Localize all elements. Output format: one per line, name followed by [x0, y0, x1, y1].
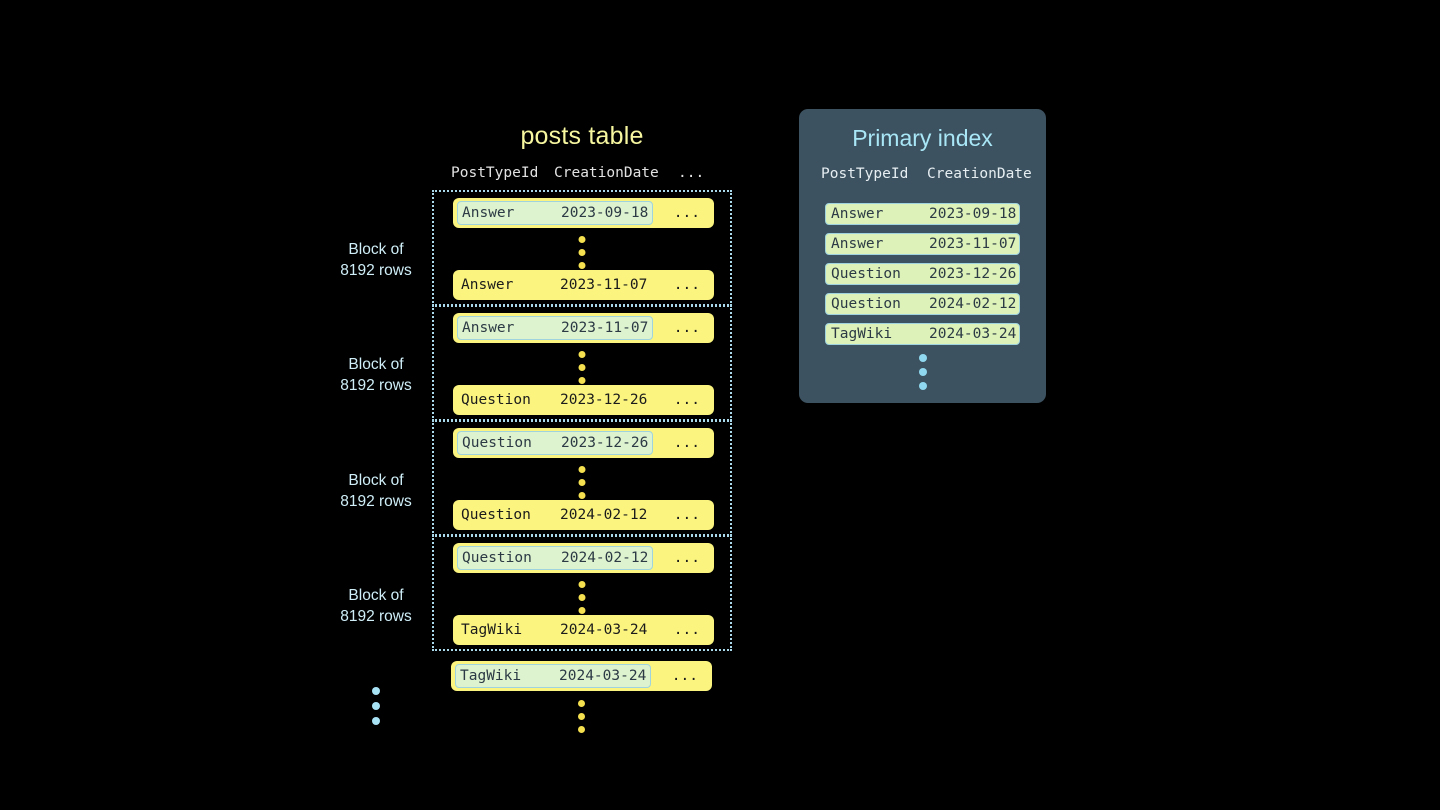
table-row: Question 2024-02-12 ...: [453, 543, 714, 573]
cell-ellipsis: ...: [673, 622, 700, 638]
cell-ellipsis: ...: [673, 507, 700, 523]
table-block: Answer 2023-09-18 ... Answer 2023-11-07 …: [432, 190, 732, 306]
cell-ellipsis: ...: [673, 435, 700, 451]
cell-ellipsis: ...: [673, 320, 700, 336]
cell-posttypeid: Answer: [462, 205, 515, 221]
cell-ellipsis: ...: [673, 277, 700, 293]
row-highlight-box: Question 2024-02-12: [457, 546, 654, 570]
index-cell-posttypeid: Answer: [831, 236, 884, 252]
row-plain-box: Question 2023-12-26: [457, 388, 651, 412]
cell-creationdate: 2024-02-12: [561, 550, 649, 566]
cell-creationdate: 2024-02-12: [560, 507, 648, 523]
index-cell-posttypeid: Answer: [831, 206, 884, 222]
cell-ellipsis: ...: [671, 668, 698, 684]
primary-index-column-headers: PostTypeId CreationDate: [821, 166, 1032, 186]
block-label-4: Block of 8192 rows: [311, 585, 441, 627]
row-gap-dots: [578, 466, 586, 499]
cell-ellipsis: ...: [673, 205, 700, 221]
row-gap-dots: [578, 236, 586, 269]
cell-posttypeid: Answer: [462, 320, 515, 336]
row-plain-box: Answer 2023-11-07: [457, 273, 651, 297]
block-label-2-line2: 8192 rows: [340, 377, 412, 394]
table-row: Answer 2023-11-07 ...: [453, 313, 714, 343]
cell-creationdate: 2023-09-18: [561, 205, 649, 221]
table-block: Question 2024-02-12 ... TagWiki 2024-03-…: [432, 535, 732, 651]
row-gap-dots: [578, 351, 586, 384]
block-label-4-line2: 8192 rows: [340, 608, 412, 625]
table-row: Question 2024-02-12 ...: [453, 500, 714, 530]
index-row: TagWiki 2024-03-24: [825, 323, 1020, 345]
posts-table-title: posts table: [520, 122, 644, 150]
index-row: Answer 2023-09-18: [825, 203, 1020, 225]
column-header-creationdate: CreationDate: [554, 165, 659, 181]
index-row: Question 2023-12-26: [825, 263, 1020, 285]
block-label-3: Block of 8192 rows: [311, 470, 441, 512]
table-block: Question 2023-12-26 ... Question 2024-02…: [432, 420, 732, 536]
column-header-posttypeid: PostTypeId: [451, 165, 539, 181]
primary-index-rows: Answer 2023-09-18 Answer 2023-11-07 Ques…: [825, 203, 1020, 353]
table-row: Question 2023-12-26 ...: [453, 428, 714, 458]
row-highlight-box: Answer 2023-09-18: [457, 201, 654, 225]
cell-creationdate: 2023-12-26: [561, 435, 649, 451]
cell-creationdate: 2023-12-26: [560, 392, 648, 408]
block-label-4-line1: Block of: [348, 587, 404, 604]
block-label-3-line2: 8192 rows: [340, 493, 412, 510]
table-row-trailing: TagWiki 2024-03-24 ...: [451, 661, 712, 691]
block-label-1: Block of 8192 rows: [311, 239, 441, 281]
row-highlight-box: Answer 2023-11-07: [457, 316, 654, 340]
row-highlight-box: TagWiki 2024-03-24: [455, 664, 652, 688]
table-row: Answer 2023-11-07 ...: [453, 270, 714, 300]
index-row: Answer 2023-11-07: [825, 233, 1020, 255]
table-continuation-dots: [578, 700, 585, 733]
block-continuation-dots: [372, 687, 380, 725]
block-label-1-line2: 8192 rows: [340, 262, 412, 279]
table-row: Answer 2023-09-18 ...: [453, 198, 714, 228]
cell-creationdate: 2023-11-07: [561, 320, 649, 336]
index-cell-creationdate: 2024-02-12: [929, 296, 1017, 312]
row-plain-box: TagWiki 2024-03-24: [457, 618, 651, 642]
block-label-3-line1: Block of: [348, 472, 404, 489]
index-row: Question 2024-02-12: [825, 293, 1020, 315]
cell-creationdate: 2024-03-24: [559, 668, 647, 684]
cell-creationdate: 2023-11-07: [560, 277, 648, 293]
row-gap-dots: [578, 581, 586, 614]
index-column-header-posttypeid: PostTypeId: [821, 166, 909, 182]
posts-table-blocks: Answer 2023-09-18 ... Answer 2023-11-07 …: [432, 190, 732, 651]
index-cell-creationdate: 2023-11-07: [929, 236, 1017, 252]
cell-posttypeid: TagWiki: [460, 668, 522, 684]
cell-posttypeid: TagWiki: [461, 622, 523, 638]
index-cell-posttypeid: Question: [831, 296, 901, 312]
index-cell-creationdate: 2023-09-18: [929, 206, 1017, 222]
cell-posttypeid: Answer: [461, 277, 514, 293]
index-cell-creationdate: 2024-03-24: [929, 326, 1017, 342]
index-cell-creationdate: 2023-12-26: [929, 266, 1017, 282]
block-label-2: Block of 8192 rows: [311, 354, 441, 396]
primary-index-continuation-dots: [799, 354, 1046, 390]
posts-table-column-headers: PostTypeId CreationDate ...: [451, 165, 713, 185]
cell-ellipsis: ...: [673, 550, 700, 566]
table-block: Answer 2023-11-07 ... Question 2023-12-2…: [432, 305, 732, 421]
column-header-ellipsis: ...: [678, 165, 705, 181]
cell-posttypeid: Question: [461, 392, 531, 408]
table-row: TagWiki 2024-03-24 ...: [453, 615, 714, 645]
cell-posttypeid: Question: [461, 507, 531, 523]
primary-index-panel: Primary index PostTypeId CreationDate An…: [799, 109, 1046, 403]
cell-creationdate: 2024-03-24: [560, 622, 648, 638]
block-label-2-line1: Block of: [348, 356, 404, 373]
table-row: Question 2023-12-26 ...: [453, 385, 714, 415]
row-highlight-box: Question 2023-12-26: [457, 431, 654, 455]
cell-posttypeid: Question: [462, 550, 532, 566]
row-plain-box: Question 2024-02-12: [457, 503, 651, 527]
primary-index-title: Primary index: [852, 125, 993, 151]
cell-posttypeid: Question: [462, 435, 532, 451]
cell-ellipsis: ...: [673, 392, 700, 408]
index-cell-posttypeid: TagWiki: [831, 326, 893, 342]
index-column-header-creationdate: CreationDate: [927, 166, 1032, 182]
index-cell-posttypeid: Question: [831, 266, 901, 282]
block-label-1-line1: Block of: [348, 241, 404, 258]
